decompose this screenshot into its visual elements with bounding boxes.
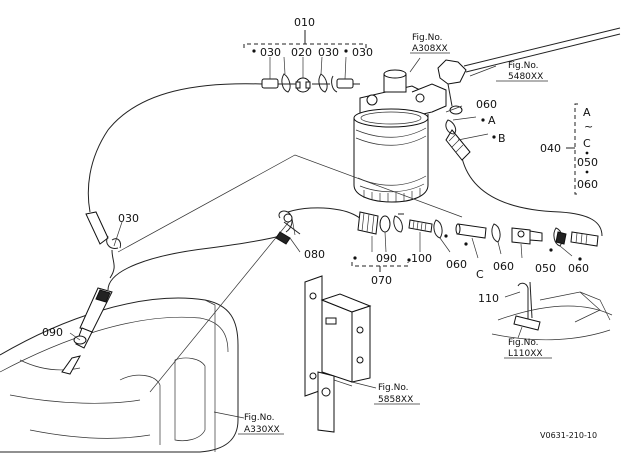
figref-a308-number: A308XX — [412, 44, 448, 54]
clamp-030-mid — [318, 73, 328, 93]
pipe-joint-mid — [408, 219, 433, 233]
drawing-code: V0631-210-10 — [540, 431, 597, 440]
callout-090-a: 090 — [376, 252, 397, 265]
clamp-060-right — [491, 223, 501, 243]
figref-a308-label: Fig.No. — [412, 33, 443, 43]
figref-l110-label: Fig.No. — [508, 338, 539, 348]
fuel-filter-020 — [295, 77, 311, 93]
callout-050: 050 — [535, 262, 556, 275]
clamp-030-right — [331, 75, 338, 93]
fuel-pipe-030-left — [261, 78, 279, 89]
callout-110: 110 — [478, 292, 499, 305]
callout-020: 020 — [291, 46, 312, 59]
dot-sep-2 — [585, 170, 589, 174]
separator-050 — [511, 227, 543, 245]
callout-080: 080 — [304, 248, 325, 261]
callout-030-a: 030 — [260, 46, 281, 59]
clamp-100 — [393, 213, 404, 233]
callout-070: 070 — [371, 274, 392, 287]
fuel-pipe-030-right — [336, 78, 354, 89]
callout-100: 100 — [411, 252, 432, 265]
callout-dots-lower — [353, 118, 582, 262]
dot-sep-1 — [585, 151, 589, 155]
figref-l110-number: L110XX — [508, 349, 543, 359]
callout-dots-010 — [252, 49, 348, 53]
fuel-filter — [353, 69, 447, 203]
figref-5480-number: 5480XX — [508, 72, 543, 82]
middle-fuel-hose — [287, 207, 363, 221]
figref-5858-number: 5858XX — [378, 395, 413, 405]
fuel-pickup-tube — [61, 287, 113, 375]
callout-040: 040 — [540, 142, 561, 155]
callout-030-b: 030 — [318, 46, 339, 59]
figref-a330-label: Fig.No. — [244, 413, 275, 423]
callout-050-range: 050 — [577, 156, 598, 169]
group-bracket-040 — [566, 103, 578, 195]
upper-fuel-hose — [87, 83, 360, 213]
leaders-lower — [69, 57, 573, 419]
clamp-060-far — [553, 227, 567, 247]
callout-060-d: 060 — [493, 260, 514, 273]
callout-a: A — [488, 114, 496, 127]
callout-030-c: 030 — [352, 46, 373, 59]
group-bracket-010 — [243, 30, 367, 48]
callout-090-b: 090 — [42, 326, 63, 339]
callout-030-d: 030 — [118, 212, 139, 225]
leaders-upper — [269, 56, 347, 80]
hose-end-right — [570, 231, 599, 247]
figref-5480-label: Fig.No. — [508, 61, 539, 71]
callout-060-range: 060 — [577, 178, 598, 191]
connector-070 — [357, 211, 379, 235]
injection-pipe-upper-right — [437, 27, 621, 107]
hose-end-030 — [85, 211, 121, 249]
callout-b: B — [498, 132, 506, 145]
figref-a330-number: A330XX — [244, 425, 280, 435]
hose-clip-080 — [275, 210, 301, 245]
ring-090 — [379, 215, 391, 233]
callout-010: 010 — [294, 16, 315, 29]
clamp-060-mid — [433, 219, 443, 239]
fuel-tank — [0, 297, 239, 453]
callout-060-a: 060 — [476, 98, 497, 111]
clamp-030-left — [281, 73, 291, 93]
return-fuel-hose — [445, 105, 603, 237]
callout-060-c: 060 — [446, 258, 467, 271]
callout-c: C — [476, 268, 484, 281]
lower-fuel-hose — [107, 235, 281, 291]
figref-5858-label: Fig.No. — [378, 383, 409, 393]
callout-c-range: C — [583, 137, 591, 150]
fuel-cock-110 — [491, 281, 613, 341]
callout-060-e: 060 — [568, 262, 589, 275]
callout-a-range: A — [583, 106, 591, 119]
callout-tilde: ~ — [584, 120, 593, 133]
mounting-bracket — [304, 275, 372, 433]
hose-c-segment — [455, 223, 487, 239]
group-bracket-070 — [351, 262, 409, 272]
